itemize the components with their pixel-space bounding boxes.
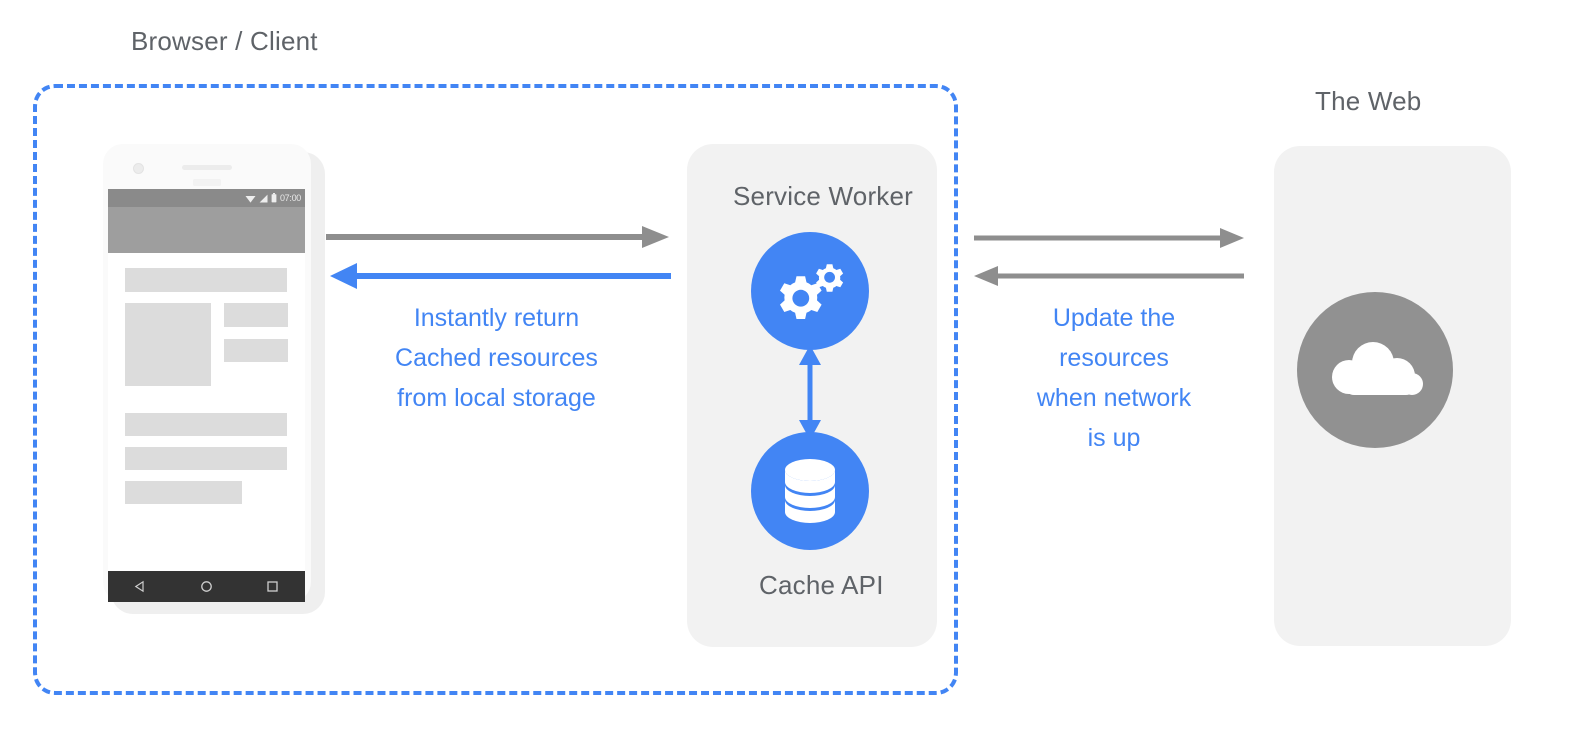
home-icon[interactable] — [200, 580, 213, 593]
web-region-title: The Web — [1315, 86, 1422, 116]
battery-icon — [271, 193, 277, 203]
content-skeleton-block — [224, 339, 288, 362]
content-skeleton-block — [125, 413, 287, 436]
content-skeleton-block — [125, 481, 242, 504]
database-icon — [785, 459, 835, 523]
phone-sensor-icon — [193, 179, 221, 186]
signal-icon — [259, 194, 268, 202]
phone-status-bar: 07:00 — [108, 189, 305, 207]
content-skeleton-block — [125, 303, 211, 386]
wifi-icon — [245, 195, 256, 203]
cache-api-icon-disc — [751, 432, 869, 550]
arrow-service-worker-to-web — [974, 228, 1244, 248]
web-icon-disc — [1297, 292, 1453, 448]
client-region-boundary — [33, 84, 958, 695]
phone-status-clock: 07:00 — [279, 192, 301, 203]
gears-icon — [780, 264, 844, 319]
recents-icon[interactable] — [266, 580, 279, 593]
back-icon[interactable] — [134, 580, 147, 593]
phone-body: 07:00 — [103, 144, 311, 602]
content-skeleton-block — [125, 447, 287, 470]
phone-camera-icon — [133, 163, 144, 174]
phone-content-placeholder — [108, 253, 305, 571]
caption-update-resources: Update the resources when network is up — [1036, 304, 1192, 452]
arrow-web-to-service-worker — [974, 266, 1244, 286]
client-region-title: Browser / Client — [131, 26, 318, 56]
content-skeleton-block — [224, 303, 288, 327]
service-worker-title: Service Worker — [733, 181, 914, 211]
content-skeleton-block — [125, 268, 287, 292]
arrow-service-worker-to-client — [330, 263, 671, 289]
cloud-icon — [1332, 342, 1423, 395]
phone-app-bar — [108, 207, 305, 253]
arrow-client-to-service-worker — [326, 226, 669, 248]
double-vertical-arrow-icon — [799, 345, 821, 440]
phone-mockup: 07:00 — [103, 144, 325, 614]
phone-navigation-bar — [108, 571, 305, 602]
caption-cached-resources: Instantly return Cached resources from l… — [395, 304, 598, 412]
phone-screen: 07:00 — [108, 189, 305, 571]
service-worker-icon-disc — [751, 232, 869, 350]
cache-api-title: Cache API — [759, 570, 884, 600]
phone-speaker-icon — [182, 165, 232, 170]
